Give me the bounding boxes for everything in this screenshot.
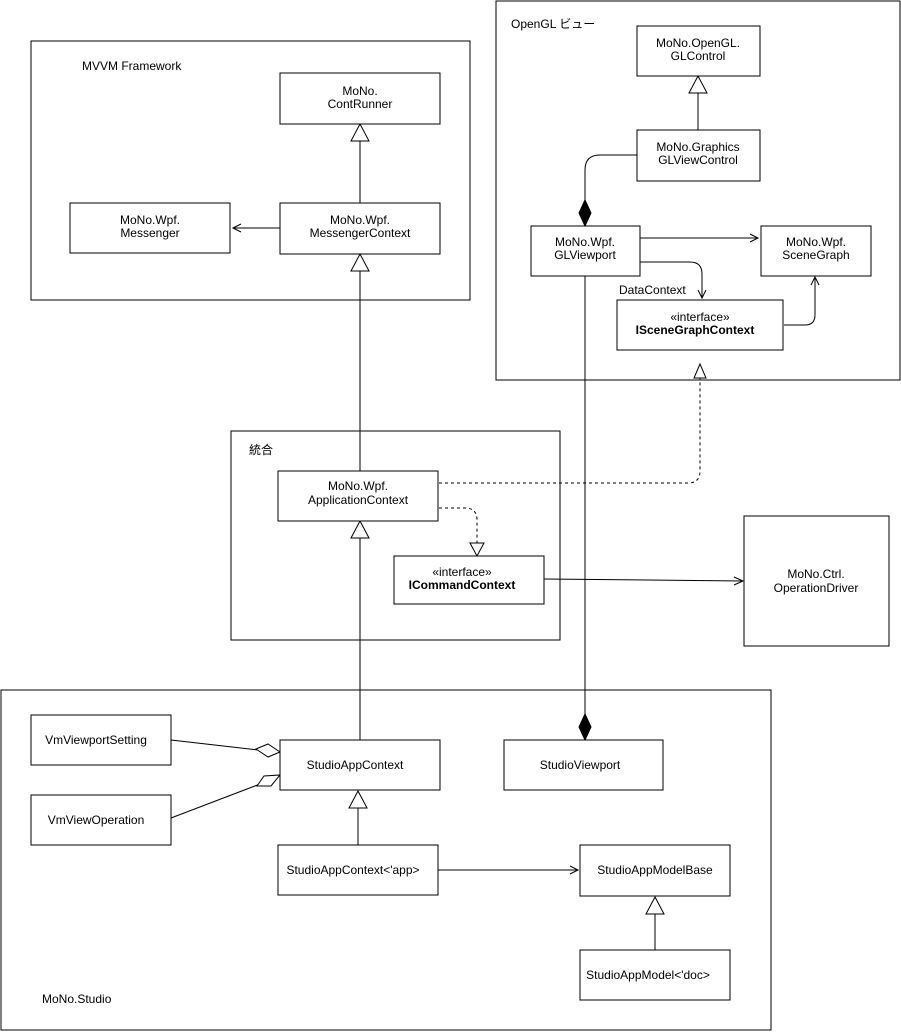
arrow-open-head	[810, 275, 820, 286]
class-line-1: MoNo.Wpf.	[120, 213, 180, 227]
hollow-triangle-head	[469, 542, 485, 558]
class-glviewcontrol[interactable]: MoNo.Graphics GLViewControl	[636, 129, 761, 182]
edge-aggregation-vmviewportsetting-studioappcontext	[170, 739, 259, 751]
edge-association-glviewport-iscenegraphcontext	[640, 261, 703, 298]
edges	[170, 93, 820, 950]
class-scenegraph[interactable]: MoNo.Wpf. SceneGraph	[760, 225, 872, 277]
edge-realization-appcontext-iscenegraphcontext	[439, 378, 701, 484]
class-line-2: ApplicationContext	[308, 493, 409, 507]
interface-name: ICommandContext	[409, 578, 516, 592]
interface-icommandcontext[interactable]: «interface» ICommandContext	[393, 555, 545, 605]
class-line-1: MoNo.Wpf.	[555, 235, 615, 249]
class-line-2: OperationDriver	[774, 581, 859, 595]
class-line-2: GLViewport	[554, 248, 616, 262]
class-name: StudioAppContext	[307, 758, 404, 772]
package-label: 統合	[249, 442, 273, 457]
hollow-triangle-head	[645, 895, 665, 915]
hollow-triangle-head	[693, 362, 707, 379]
class-line-2: MessengerContext	[310, 226, 411, 240]
hollow-triangle-head	[350, 519, 370, 539]
edge-realization-appcontext-icommandcontext	[439, 507, 478, 543]
edge-composition-glviewcontrol-glviewport	[584, 154, 637, 200]
package-integration: 統合	[230, 430, 561, 641]
class-name: StudioViewport	[540, 758, 621, 772]
class-vmviewportsetting[interactable]: VmViewportSetting	[30, 714, 172, 766]
stereotype-label: «interface»	[432, 565, 492, 579]
class-line-1: MoNo.Wpf.	[328, 479, 388, 493]
edge-association-icommandcontext-operationdriver	[543, 578, 743, 582]
class-line-1: MoNo.OpenGL.	[656, 36, 740, 50]
class-name: StudioAppModelBase	[597, 863, 713, 877]
class-line-1: MoNo.Wpf.	[330, 213, 390, 227]
interface-name: ISceneGraphContext	[636, 323, 755, 337]
stereotype-label: «interface»	[670, 310, 730, 324]
class-line-2: SceneGraph	[782, 248, 849, 262]
class-vmviewoperation[interactable]: VmViewOperation	[30, 794, 172, 846]
class-name: VmViewportSetting	[45, 733, 147, 747]
class-line-2: Messenger	[120, 226, 179, 240]
class-line-1: MoNo.Graphics	[656, 140, 739, 154]
class-line-1: MoNo.	[342, 84, 377, 98]
edge-label-datacontext: DataContext	[619, 283, 686, 297]
class-studioviewport[interactable]: StudioViewport	[503, 739, 664, 791]
class-studioappmodel-doc[interactable]: StudioAppModel<'doc>	[579, 949, 731, 1001]
hollow-triangle-head	[350, 122, 370, 142]
class-line-1: MoNo.Ctrl.	[787, 567, 844, 581]
arrow-open-head	[697, 289, 707, 300]
class-name: StudioAppModel<'doc>	[586, 968, 710, 982]
edge-aggregation-vmviewoperation-studioappcontext	[170, 783, 261, 819]
interface-iscenegraphcontext[interactable]: «interface» ISceneGraphContext	[616, 299, 784, 351]
class-line-1: MoNo.Wpf.	[786, 235, 846, 249]
class-contrunner[interactable]: MoNo. ContRunner	[279, 72, 441, 125]
class-name: VmViewOperation	[48, 813, 145, 827]
class-line-2: ContRunner	[328, 97, 393, 111]
class-messengercontext[interactable]: MoNo.Wpf. MessengerContext	[279, 202, 441, 255]
class-glcontrol[interactable]: MoNo.OpenGL. GLControl	[636, 25, 761, 77]
arrow-heads	[254, 74, 708, 915]
class-glviewport[interactable]: MoNo.Wpf. GLViewport	[530, 225, 641, 277]
arrow-open-head	[749, 233, 760, 243]
arrow-open-head	[231, 223, 242, 233]
arrow-open-head	[569, 865, 580, 875]
class-studioappcontext-app[interactable]: StudioAppContext<'app>	[277, 844, 439, 896]
class-name: StudioAppContext<'app>	[286, 863, 419, 877]
edge-association-iscenegraphcontext-scenegraph	[784, 278, 816, 326]
hollow-triangle-head	[688, 74, 708, 94]
class-studioappmodelbase[interactable]: StudioAppModelBase	[579, 844, 731, 897]
class-line-2: GLControl	[671, 49, 726, 63]
class-line-2: GLViewControl	[658, 153, 738, 167]
hollow-triangle-head	[350, 252, 370, 272]
hollow-triangle-head	[348, 789, 368, 809]
package-label: OpenGL ビュー	[511, 17, 595, 31]
class-studioappcontext[interactable]: StudioAppContext	[279, 739, 441, 791]
arrow-open-head	[733, 576, 745, 586]
package-label: MoNo.Studio	[42, 992, 112, 1006]
class-applicationcontext[interactable]: MoNo.Wpf. ApplicationContext	[277, 470, 439, 522]
class-messenger[interactable]: MoNo.Wpf. Messenger	[69, 202, 231, 254]
package-label: MVVM Framework	[82, 59, 182, 73]
class-operationdriver[interactable]: MoNo.Ctrl. OperationDriver	[743, 515, 890, 647]
